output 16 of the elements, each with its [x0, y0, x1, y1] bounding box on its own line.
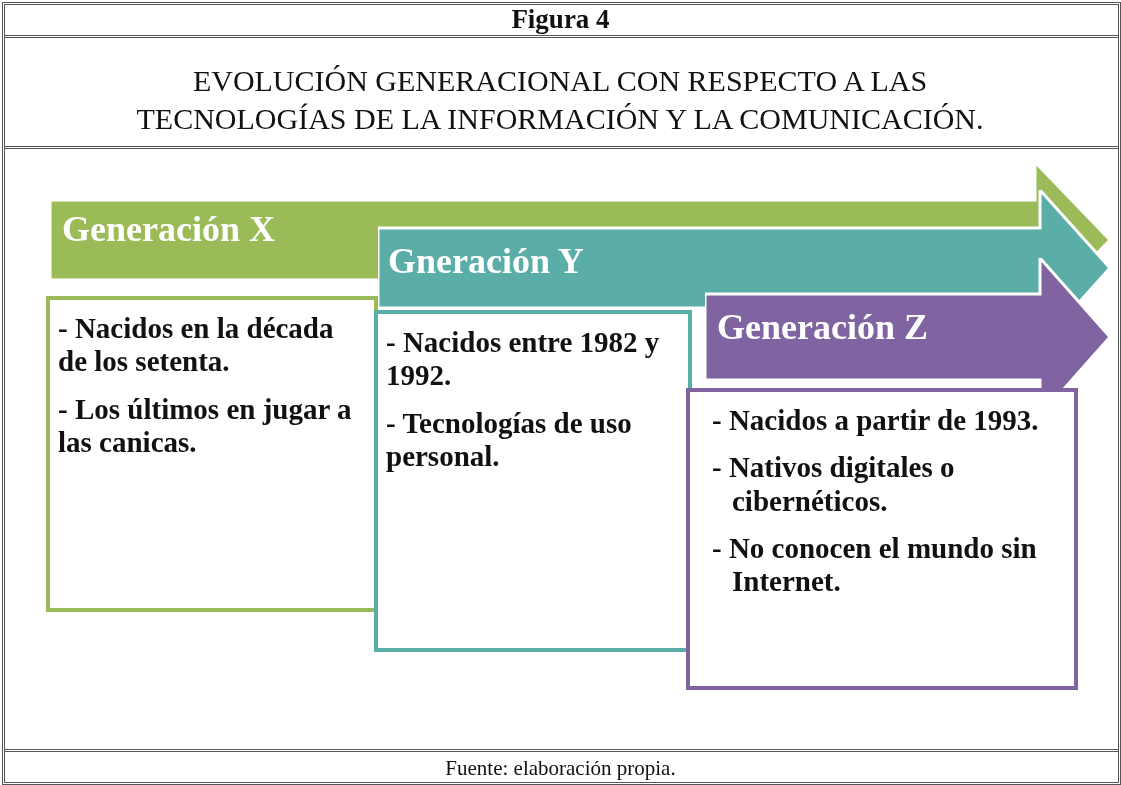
text-card — [374, 310, 692, 652]
list-item: - Nacidos entre 1982 y 1992. — [386, 326, 661, 393]
list-item: - Nacidos en la década de los setenta. — [58, 312, 335, 379]
list-item: - Nativos digitales o cibernéticos. — [711, 451, 956, 519]
list-item: - Nacidos a partir de 1993. — [711, 404, 1040, 438]
source-note: Fuente: elaboración propia. — [444, 756, 677, 781]
text-card — [686, 388, 1078, 690]
figure-heading: EVOLUCIÓN GENERACIONAL CON RESPECTO A LAS TECNOLOGÍAS DE LA INFORMACIÓN Y LA COMUNICACIÓN. — [135, 63, 985, 137]
text-card — [46, 296, 378, 612]
list-item: - No conocen el mundo sin Internet. — [711, 532, 1038, 599]
list-item: - Tecnologías de uso personal. — [386, 406, 633, 474]
figure-title: Figura 4 — [510, 4, 611, 35]
banner-heading: Generación Z — [717, 306, 928, 348]
list-item: - Los últimos en jugar a las canicas. — [58, 392, 353, 460]
banner-heading: Gneración Y — [388, 240, 584, 282]
banner-heading: Generación X — [62, 208, 275, 250]
